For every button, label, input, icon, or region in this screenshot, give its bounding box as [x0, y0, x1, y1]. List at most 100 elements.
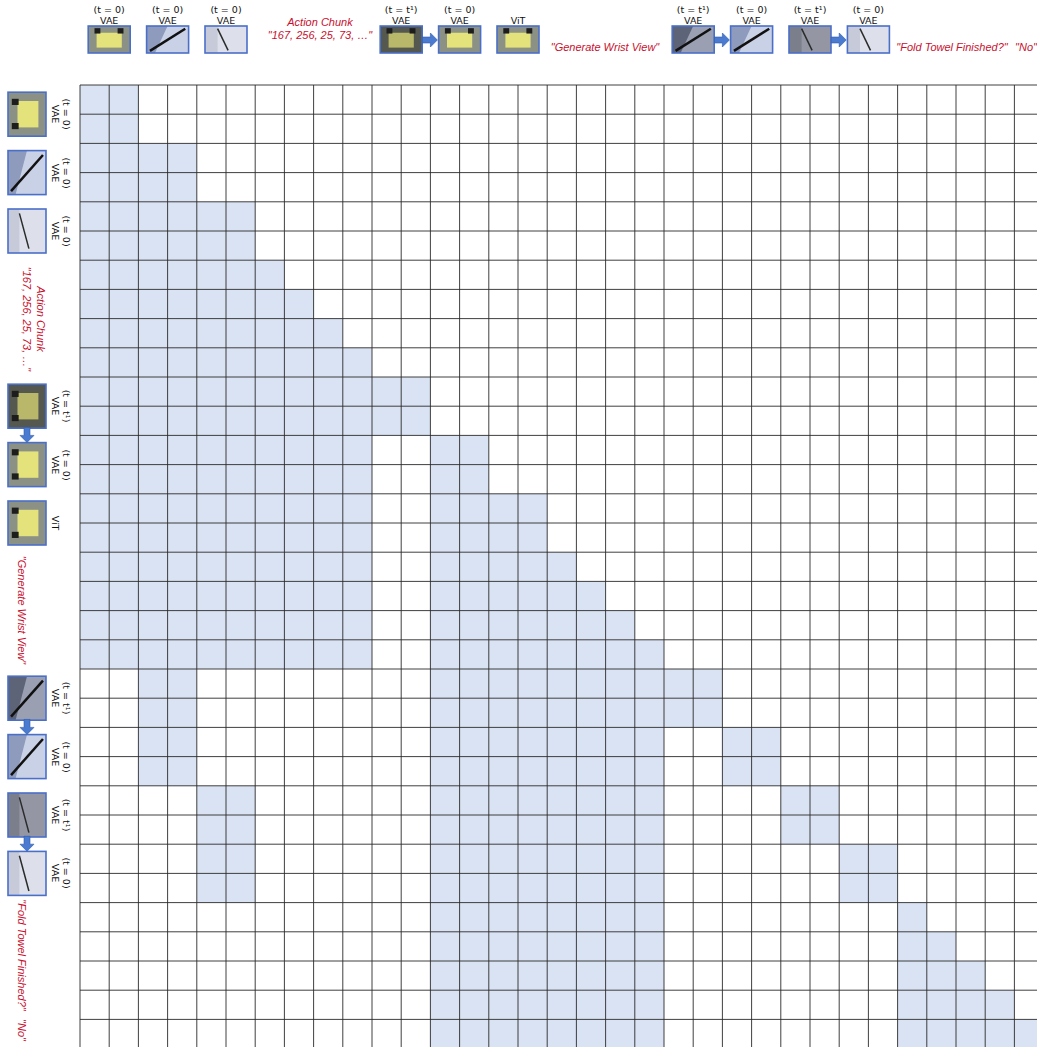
camera-thumbnail — [847, 26, 889, 53]
token-type-label: VAE — [50, 163, 60, 181]
camera-thumbnail — [88, 26, 130, 53]
grid-line — [80, 844, 1037, 845]
thumb-border — [8, 443, 46, 487]
towel — [97, 33, 122, 48]
gripper — [12, 99, 19, 105]
towel-fold — [19, 209, 46, 253]
token-type-label: VAE — [50, 455, 60, 473]
token-type-label: (t = 0) — [61, 449, 71, 480]
token-text-label: Action Chunk — [287, 16, 352, 28]
time-arrow — [831, 33, 846, 47]
token-type-label: (t = 0) — [61, 741, 71, 772]
thumb-ground — [147, 26, 189, 53]
camera-thumbnail — [8, 851, 46, 895]
grid-line — [985, 85, 986, 1047]
gripper — [410, 28, 416, 33]
token-type-label: ViT — [50, 516, 60, 531]
mask-cells — [80, 85, 1037, 1047]
thumb-ground — [380, 26, 422, 53]
camera-thumbnail — [8, 151, 46, 195]
grid-line — [80, 318, 1037, 319]
token-type-label: (t = t¹) — [61, 390, 71, 423]
token-text-label: Action Chunk — [35, 286, 47, 351]
towel-edge — [11, 155, 43, 191]
token-type-label: VAE — [158, 16, 176, 26]
grid-line — [80, 756, 1037, 757]
token-type-label: VAE — [50, 689, 60, 707]
thumb-border — [8, 92, 46, 136]
grid-line — [1014, 85, 1015, 1047]
thumb-border — [8, 793, 46, 837]
grid-line — [80, 201, 1037, 202]
thumb-border — [439, 26, 481, 53]
gripper — [118, 28, 124, 33]
thumb-ground — [439, 26, 481, 53]
thumb-ground — [8, 92, 46, 136]
camera-thumbnail — [8, 501, 46, 545]
towel-edge — [11, 681, 43, 717]
gripper — [503, 28, 509, 33]
attended-cells — [898, 961, 986, 990]
towel-fold — [218, 26, 247, 53]
grid-line — [80, 727, 1037, 728]
gripper — [12, 123, 19, 129]
camera-thumbnail — [439, 26, 481, 53]
thumb-border — [88, 26, 130, 53]
time-arrow — [422, 33, 437, 47]
thumb-ground — [8, 384, 46, 428]
grid-line — [80, 231, 1037, 232]
thumb-border — [672, 26, 714, 53]
token-type-label: VAE — [50, 806, 60, 824]
grid-line — [80, 464, 1037, 465]
towel-edge — [150, 29, 185, 51]
thumb-border — [8, 151, 46, 195]
towel-fold — [802, 26, 831, 53]
gripper — [12, 508, 19, 514]
token-text-label: "Fold Towel Finished?" — [896, 41, 1007, 53]
token-type-label: VAE — [742, 16, 760, 26]
token-type-label: VAE — [684, 16, 702, 26]
gripper — [468, 28, 474, 33]
camera-thumbnail — [789, 26, 831, 53]
camera-thumbnail — [8, 793, 46, 837]
camera-thumbnail — [147, 26, 189, 53]
token-type-label: (t = t¹) — [61, 799, 71, 832]
camera-thumbnail — [8, 676, 46, 720]
thumb-border — [731, 26, 773, 53]
token-text-label: "Generate Wrist View" — [16, 556, 28, 664]
towel — [18, 451, 39, 477]
token-type-label: VAE — [50, 397, 60, 415]
grid-line — [80, 406, 1037, 407]
attended-cells — [80, 260, 284, 289]
thumb-ground — [731, 26, 773, 53]
token-type-label: VAE — [450, 16, 468, 26]
grid-line — [80, 990, 1037, 991]
mask-grid — [80, 85, 1037, 1047]
token-type-label: VAE — [100, 16, 118, 26]
gripper — [12, 449, 19, 455]
towel-edge — [860, 29, 871, 51]
camera-thumbnail — [8, 209, 46, 253]
camera-thumbnail — [731, 26, 773, 53]
gripper — [526, 28, 532, 33]
thumb-border — [8, 384, 46, 428]
camera-thumbnail — [380, 26, 422, 53]
token-type-label: (t = 0) — [61, 99, 71, 130]
attended-cells — [430, 552, 576, 581]
thumb-ground — [8, 735, 46, 779]
thumb-ground — [88, 26, 130, 53]
camera-thumbnail — [497, 26, 539, 53]
token-type-label: (t = 0) — [94, 5, 125, 15]
towel-edge — [218, 29, 229, 51]
grid-line — [80, 785, 1037, 786]
thumb-border — [8, 735, 46, 779]
token-type-label: VAE — [50, 747, 60, 765]
towel — [505, 33, 530, 48]
camera-thumbnail — [8, 92, 46, 136]
token-text-label: "No" — [1015, 41, 1037, 53]
gripper — [387, 28, 393, 33]
camera-thumbnail — [8, 735, 46, 779]
token-type-label: (t = 0) — [61, 157, 71, 188]
grid-line — [80, 961, 1037, 962]
